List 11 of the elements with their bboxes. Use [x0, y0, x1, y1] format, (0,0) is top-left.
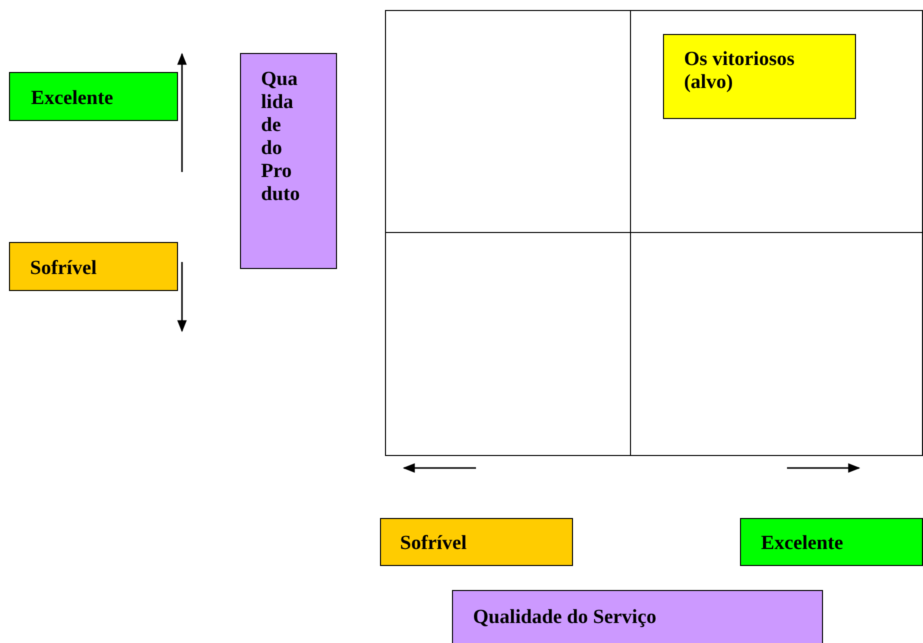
- target-label: Os vitoriosos (alvo): [663, 34, 856, 119]
- quadrant-box: [385, 232, 631, 456]
- quadrant-box: [630, 10, 923, 233]
- rating-label: Sofrível: [380, 518, 573, 566]
- quadrant-box: [630, 232, 923, 456]
- axis-title: Qualidade do Serviço: [452, 590, 823, 643]
- rating-label: Excelente: [9, 72, 178, 121]
- quadrant-box: [385, 10, 631, 233]
- rating-label: Sofrível: [9, 242, 178, 291]
- axis-title: Qua lida de do Pro duto: [240, 53, 337, 269]
- rating-label: Excelente: [740, 518, 923, 566]
